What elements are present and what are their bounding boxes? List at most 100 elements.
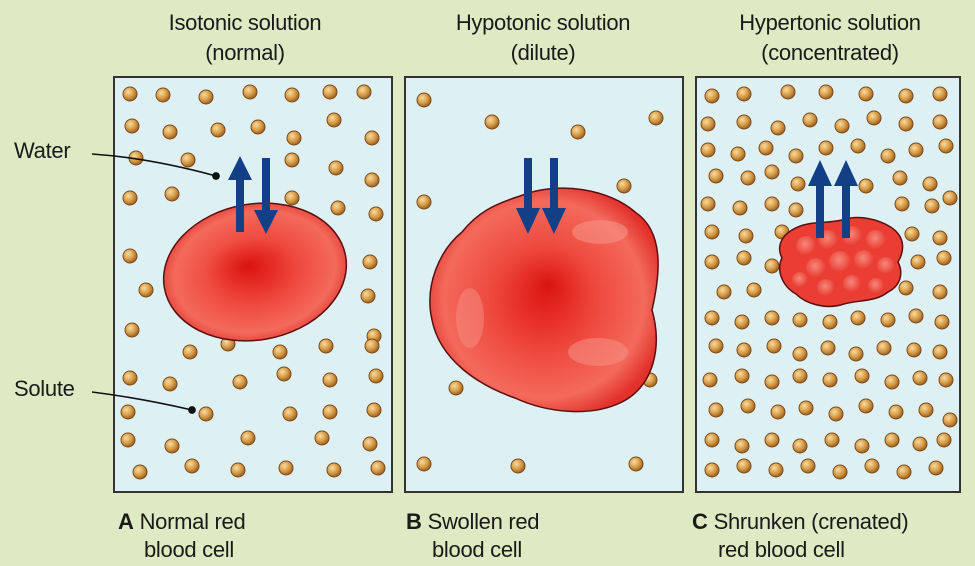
solute-label: Solute	[14, 376, 75, 402]
solute-particle	[855, 369, 869, 383]
solute-particle	[709, 169, 723, 183]
solute-particle	[899, 117, 913, 131]
solute-particle	[859, 87, 873, 101]
solute-particle	[417, 93, 431, 107]
solute-particle	[781, 85, 795, 99]
solute-particle	[849, 347, 863, 361]
solute-particle	[251, 120, 265, 134]
solute-particle	[365, 173, 379, 187]
solute-particle	[885, 433, 899, 447]
solute-particle	[165, 187, 179, 201]
solute-particle	[705, 433, 719, 447]
solute-particle	[803, 113, 817, 127]
solute-particle	[133, 465, 147, 479]
solute-particle	[511, 459, 525, 473]
solute-particle	[163, 377, 177, 391]
solute-particle	[823, 315, 837, 329]
solute-particle	[789, 203, 803, 217]
solute-particle	[933, 285, 947, 299]
solute-particle	[793, 439, 807, 453]
solute-particle	[331, 201, 345, 215]
solute-particle	[705, 255, 719, 269]
solute-particle	[835, 119, 849, 133]
solute-particle	[701, 143, 715, 157]
solute-particle	[371, 461, 385, 475]
solute-particle	[923, 177, 937, 191]
solute-particle	[793, 347, 807, 361]
solute-particle	[823, 373, 837, 387]
solute-particle	[323, 405, 337, 419]
solute-particle	[165, 439, 179, 453]
solute-particle	[889, 405, 903, 419]
solute-particle	[929, 461, 943, 475]
solute-particle	[417, 457, 431, 471]
solute-particle	[125, 119, 139, 133]
solute-particle	[649, 111, 663, 125]
solute-particle	[315, 431, 329, 445]
solute-particle	[735, 315, 749, 329]
caption-crenated-line1: Shrunken (crenated)	[714, 509, 909, 534]
solute-particle	[899, 89, 913, 103]
solute-particle	[285, 191, 299, 205]
solute-particle	[765, 433, 779, 447]
solute-particle	[323, 373, 337, 387]
solute-particle	[907, 343, 921, 357]
solute-particle	[771, 121, 785, 135]
solute-particle	[233, 375, 247, 389]
solute-particle	[821, 341, 835, 355]
solute-particle	[909, 143, 923, 157]
solute-particle	[705, 463, 719, 477]
solute-particle	[933, 231, 947, 245]
solute-particle	[943, 413, 957, 427]
solute-particle	[801, 459, 815, 473]
solute-particle	[705, 225, 719, 239]
caption-normal-line2: blood cell	[118, 536, 245, 564]
solute-particle	[121, 433, 135, 447]
solute-particle	[765, 165, 779, 179]
solute-particle	[449, 381, 463, 395]
solute-particle	[367, 403, 381, 417]
solute-particle	[851, 311, 865, 325]
solute-particle	[793, 369, 807, 383]
solute-particle	[361, 289, 375, 303]
solute-particle	[791, 177, 805, 191]
solute-particle	[199, 90, 213, 104]
solute-particle	[885, 375, 899, 389]
solute-particle	[123, 249, 137, 263]
solute-particle	[769, 463, 783, 477]
solute-particle	[765, 311, 779, 325]
solute-particle	[735, 439, 749, 453]
solute-particle	[125, 323, 139, 337]
solute-particle	[737, 115, 751, 129]
solute-particle	[731, 147, 745, 161]
solute-particle	[363, 437, 377, 451]
solute-particle	[319, 339, 333, 353]
solute-particle	[703, 373, 717, 387]
solute-particle	[156, 88, 170, 102]
solute-particle	[937, 433, 951, 447]
solute-particle	[737, 343, 751, 357]
solute-particle	[369, 207, 383, 221]
solute-particle	[819, 85, 833, 99]
caption-letter-a: A	[118, 509, 134, 534]
solute-particle	[799, 401, 813, 415]
solute-particle	[571, 125, 585, 139]
solute-particle	[241, 431, 255, 445]
solute-particle	[709, 339, 723, 353]
solute-particle	[937, 251, 951, 265]
solute-particle	[939, 373, 953, 387]
solute-particle	[285, 88, 299, 102]
solute-particle	[329, 161, 343, 175]
solute-particle	[859, 399, 873, 413]
caption-crenated-line2: red blood cell	[692, 536, 908, 564]
solute-particle	[273, 345, 287, 359]
solute-particle	[913, 437, 927, 451]
solute-particle	[323, 85, 337, 99]
solute-particle	[617, 179, 631, 193]
solute-particle	[701, 197, 715, 211]
solute-particle	[705, 89, 719, 103]
caption-letter-c: C	[692, 509, 708, 534]
solute-particle	[741, 171, 755, 185]
water-label: Water	[14, 138, 70, 164]
